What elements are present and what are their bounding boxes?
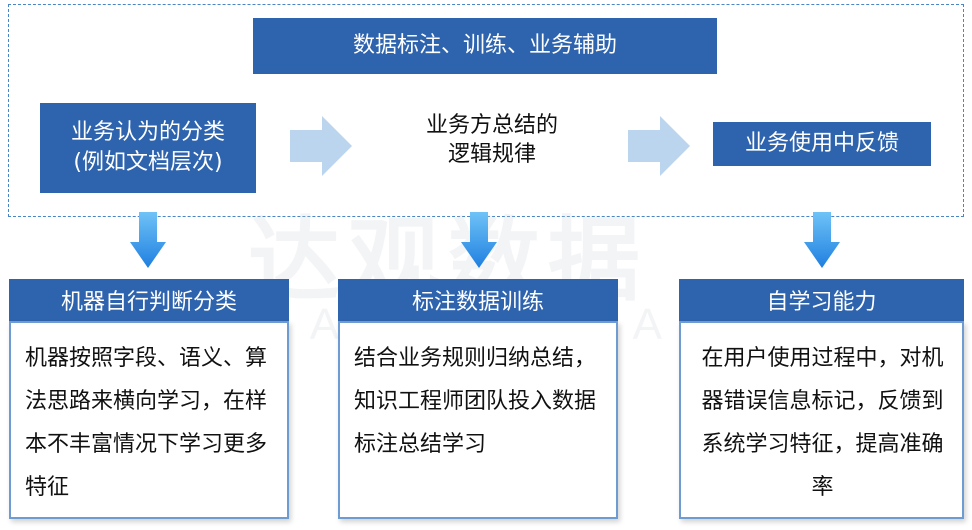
down-arrow-icon bbox=[461, 212, 497, 268]
column-body-annotation-training: 结合业务规则归纳总结，知识工程师团队投入数据标注总结学习 bbox=[338, 321, 618, 519]
column-body-machine-classification: 机器按照字段、语义、算法思路来横向学习，在样本不丰富情况下学习更多特征 bbox=[9, 321, 289, 519]
business-logic-text: 业务方总结的 逻辑规律 bbox=[425, 113, 558, 167]
business-feedback-box: 业务使用中反馈 bbox=[713, 122, 931, 166]
right-arrow-icon bbox=[290, 116, 352, 176]
down-arrow-icon bbox=[130, 212, 166, 268]
column-body-self-learning: 在用户使用过程中，对机器错误信息标记，反馈到系统学习特征，提高准确率 bbox=[679, 321, 964, 519]
right-arrow-icon bbox=[628, 116, 690, 176]
column-title-self-learning: 自学习能力 bbox=[679, 279, 964, 321]
column-title-machine-classification: 机器自行判断分类 bbox=[9, 279, 289, 321]
top-title-bar: 数据标注、训练、业务辅助 bbox=[253, 18, 717, 74]
column-title-annotation-training: 标注数据训练 bbox=[338, 279, 618, 321]
business-classification-box: 业务认为的分类 (例如文档层次) bbox=[40, 103, 256, 193]
down-arrow-icon bbox=[804, 212, 840, 268]
